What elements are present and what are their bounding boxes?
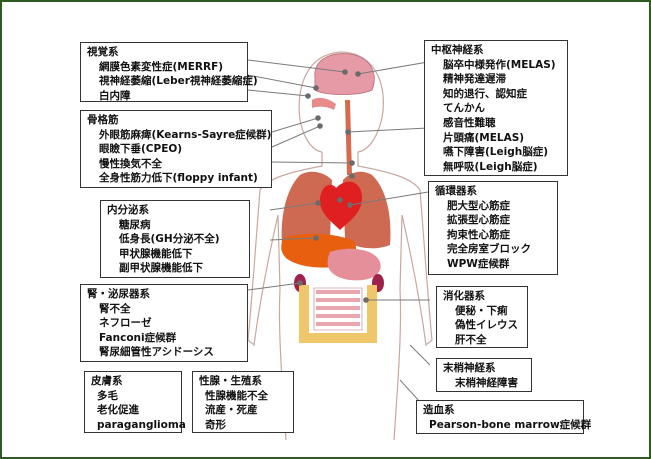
cns-item: 片頭痛(MELAS) <box>431 131 561 146</box>
skin-item: paraganglioma <box>91 418 175 433</box>
skeletal-muscle-item: 慢性換気不全 <box>87 157 265 172</box>
skeletal-muscle-heading: 骨格筋 <box>87 113 265 128</box>
digestive-box: 消化器系 便秘・下痢 偽性イレウス 肝不全 <box>436 286 528 348</box>
mouth <box>312 98 336 110</box>
endocrine-item: 甲状腺機能低下 <box>107 247 243 262</box>
renal-item: 腎不全 <box>87 302 241 317</box>
cns-box: 中枢神経系 脳卒中様発作(MELAS) 精神発達遅滞 知的退行、認知症 てんかん… <box>424 40 568 176</box>
vision-heading: 視覚系 <box>87 45 241 60</box>
renal-heading: 腎・泌尿器系 <box>87 287 241 302</box>
skeletal-muscle-item: 眼瞼下垂(CPEO) <box>87 142 265 157</box>
circulatory-item: 完全房室ブロック <box>435 242 551 257</box>
hematopoietic-item: Pearson-bone marrow症候群 <box>423 418 577 433</box>
reproductive-item: 奇形 <box>199 418 287 433</box>
vision-item: 白内障 <box>87 89 241 104</box>
circulatory-item: WPW症候群 <box>435 257 551 272</box>
reproductive-box: 性腺・生殖系 性腺機能不全 流産・死産 奇形 <box>192 371 294 433</box>
cns-item: てんかん <box>431 101 561 116</box>
digestive-item: 肝不全 <box>443 333 521 348</box>
cns-item: 無呼吸(Leigh脳症) <box>431 160 561 175</box>
reproductive-item: 流産・死産 <box>199 403 287 418</box>
stomach-organ <box>328 249 381 281</box>
circulatory-item: 肥大型心筋症 <box>435 199 551 214</box>
digestive-item: 便秘・下痢 <box>443 304 521 319</box>
endocrine-item: 低身長(GH分泌不全) <box>107 232 243 247</box>
skeletal-muscle-box: 骨格筋 外眼筋麻痺(Kearns-Sayre症候群) 眼瞼下垂(CPEO) 慢性… <box>80 110 272 188</box>
cns-item: 嚥下障害(Leigh脳症) <box>431 145 561 160</box>
leader-lines <box>248 60 430 402</box>
circulatory-item: 拘束性心筋症 <box>435 228 551 243</box>
circulatory-item: 拡張型心筋症 <box>435 213 551 228</box>
skeletal-muscle-item: 全身性筋力低下(floppy infant) <box>87 171 265 186</box>
skin-heading: 皮膚系 <box>91 374 175 389</box>
skin-box: 皮膚系 多毛 老化促進 paraganglioma <box>84 371 182 433</box>
hematopoietic-box: 造血系 Pearson-bone marrow症候群 <box>416 400 584 434</box>
skeletal-muscle-item: 外眼筋麻痺(Kearns-Sayre症候群) <box>87 128 265 143</box>
digestive-heading: 消化器系 <box>443 289 521 304</box>
peripheral-item: 末梢神経障害 <box>443 376 525 391</box>
vision-item: 網膜色素変性症(MERRF) <box>87 60 241 75</box>
reproductive-heading: 性腺・生殖系 <box>199 374 287 389</box>
small-intestine <box>316 292 360 324</box>
skin-item: 老化促進 <box>91 403 175 418</box>
renal-item: ネフローゼ <box>87 316 241 331</box>
endocrine-item: 副甲状腺機能低下 <box>107 261 243 276</box>
cns-item: 知的退行、認知症 <box>431 87 561 102</box>
circulatory-heading: 循環器系 <box>435 184 551 199</box>
peripheral-box: 末梢神経系 末梢神経障害 <box>436 358 532 392</box>
endocrine-item: 糖尿病 <box>107 218 243 233</box>
reproductive-item: 性腺機能不全 <box>199 389 287 404</box>
renal-box: 腎・泌尿器系 腎不全 ネフローゼ Fanconi症候群 腎尿細管性アシドーシス <box>80 284 248 362</box>
vision-item: 視神経萎縮(Leber視神経萎縮症) <box>87 74 241 89</box>
renal-item: Fanconi症候群 <box>87 331 241 346</box>
endocrine-box: 内分泌系 糖尿病 低身長(GH分泌不全) 甲状腺機能低下 副甲状腺機能低下 <box>100 200 250 278</box>
vision-box: 視覚系 網膜色素変性症(MERRF) 視神経萎縮(Leber視神経萎縮症) 白内… <box>80 42 248 102</box>
peripheral-heading: 末梢神経系 <box>443 361 525 376</box>
skin-item: 多毛 <box>91 389 175 404</box>
cns-heading: 中枢神経系 <box>431 43 561 58</box>
cns-item: 感音性難聴 <box>431 116 561 131</box>
hematopoietic-heading: 造血系 <box>423 403 577 418</box>
cns-item: 脳卒中様発作(MELAS) <box>431 58 561 73</box>
circulatory-box: 循環器系 肥大型心筋症 拡張型心筋症 拘束性心筋症 完全房室ブロック WPW症候… <box>428 181 558 275</box>
cns-item: 精神発達遅滞 <box>431 72 561 87</box>
digestive-item: 偽性イレウス <box>443 318 521 333</box>
endocrine-heading: 内分泌系 <box>107 203 243 218</box>
renal-item: 腎尿細管性アシドーシス <box>87 345 241 360</box>
